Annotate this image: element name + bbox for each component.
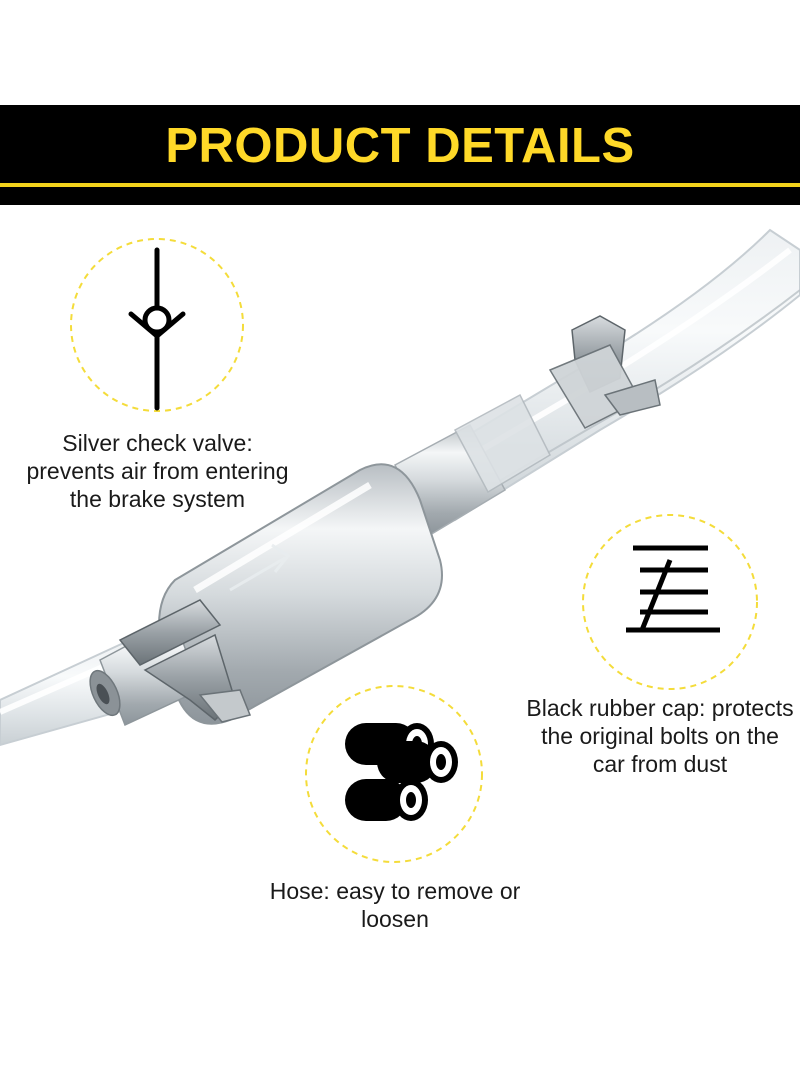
check-valve-line-1: Silver check valve: — [62, 430, 253, 456]
hose-connector — [394, 393, 551, 537]
check-valve-line-3: the brake system — [69, 486, 246, 512]
callout-circle-hose — [305, 685, 483, 863]
hose-clamp-lower — [118, 599, 252, 723]
grounding-symbol-icon — [626, 545, 720, 633]
check-valve-line-2: prevents air from entering — [26, 458, 289, 484]
hose-line-1: Hose: easy to remove or — [269, 878, 521, 904]
callout-label-hose: Hose: easy to remove or loosen — [245, 877, 545, 933]
header-banner — [0, 105, 800, 205]
hose-line-2: loosen — [361, 906, 429, 932]
rubber-cap-line-1: Black rubber cap: protects — [526, 695, 794, 721]
hose-rolls-icon — [345, 723, 458, 821]
callout-label-rubber-cap: Black rubber cap: protects the original … — [505, 694, 800, 778]
banner-accent-line — [0, 183, 800, 187]
callout-circle-rubber-cap — [582, 514, 758, 690]
rubber-cap-line-3: car from dust — [592, 751, 728, 777]
hose-clamp-upper — [548, 315, 661, 429]
callout-label-check-valve: Silver check valve: prevents air from en… — [5, 429, 310, 513]
page-title: PRODUCT DETAILS — [165, 119, 635, 173]
rubber-cap-line-2: the original bolts on the — [541, 723, 779, 749]
check-valve-icon — [128, 247, 186, 411]
callout-circle-check-valve — [70, 238, 244, 412]
